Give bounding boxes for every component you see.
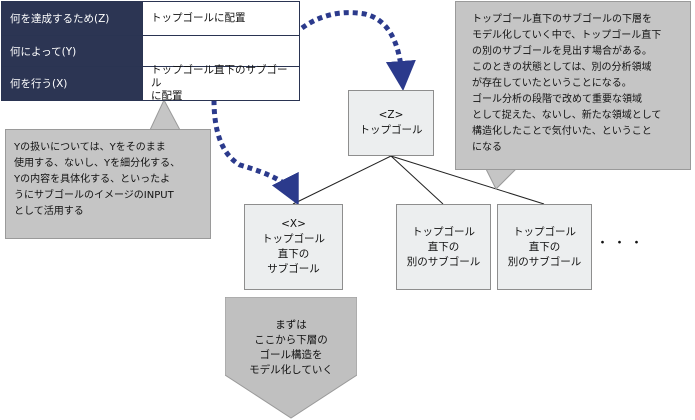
row-value-x: トップゴール直下のサブゴール に配置 [142, 64, 299, 102]
left-callout-tail [149, 98, 181, 131]
table-row-z: 何を達成するため(Z) トップゴールに配置 [2, 2, 299, 35]
row-header-x: 何を行う(X) [2, 67, 142, 100]
node-x-subgoal: <X> トップゴール 直下の サブゴール [244, 204, 343, 290]
right-callout-tail [485, 168, 518, 190]
dotted-arrow-to-x [211, 99, 299, 206]
down-arrow-label: まずは ここから下層の ゴール構造を モデル化していく [249, 319, 333, 376]
table-row-y: 何によって(Y) [2, 35, 299, 66]
row-header-y: 何によって(Y) [2, 36, 142, 66]
callout-y-usage: Yの扱いについては、Yをそのまま 使用する、ないし、Yを細分化する、 Yの内容を… [5, 129, 211, 239]
node-other-subgoal-1: トップゴール 直下の 別のサブゴール [396, 204, 491, 290]
node-top-goal: <Z> トップゴール [348, 90, 434, 156]
link-z-x [292, 155, 392, 205]
node-other-subgoal-2: トップゴール 直下の 別のサブゴール [497, 204, 592, 290]
row-value-z: トップゴールに配置 [142, 2, 299, 35]
more-subgoals-ellipsis: ・・・ [596, 236, 648, 251]
row-header-z: 何を達成するため(Z) [2, 2, 142, 35]
link-z-sub1 [390, 155, 444, 205]
callout-other-subgoal: トップゴール直下のサブゴールの下層を モデル化していく中で、トップゴール直下 の… [455, 1, 691, 170]
callout-other-subgoal-text: トップゴール直下のサブゴールの下層を モデル化していく中で、トップゴール直下 の… [472, 14, 662, 153]
row-value-y [142, 36, 299, 66]
callout-y-usage-text: Yの扱いについては、Yをそのまま 使用する、ないし、Yを細分化する、 Yの内容を… [14, 142, 181, 217]
table-row-x: 何を行う(X) トップゴール直下のサブゴール に配置 [2, 64, 299, 102]
link-z-sub2 [390, 155, 545, 205]
dotted-arrow-to-z [300, 10, 416, 91]
down-arrow-shape [225, 297, 357, 419]
xyz-definition-table: 何を達成するため(Z) トップゴールに配置 何によって(Y) 何を行う(X) ト… [1, 1, 300, 102]
